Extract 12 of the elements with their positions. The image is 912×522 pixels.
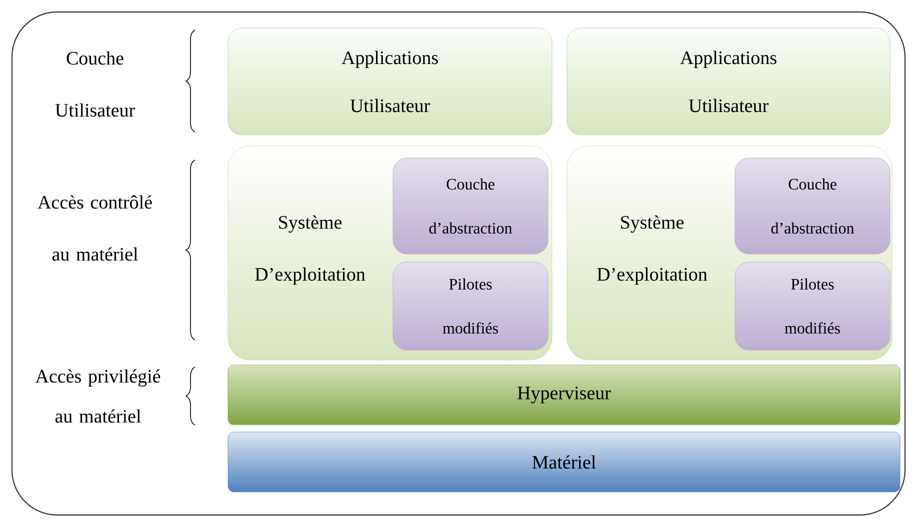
application-box: Applications Utilisateur	[566, 28, 890, 136]
driver-box: Pilotes modifiés	[392, 262, 548, 350]
layer-label: Accès contrôlé au matériel	[38, 195, 152, 261]
hypervisor-bar: Hyperviseur	[228, 364, 900, 426]
layer-box: Couche d’abstraction	[734, 158, 890, 254]
application-box: Applications Utilisateur	[228, 28, 552, 136]
layer-label: Couche Utilisateur	[55, 51, 135, 117]
layer-label: Accès privilégié au matériel	[35, 369, 160, 423]
frame	[11, 11, 906, 516]
hardware-bar: Matériel	[228, 432, 900, 492]
driver-box: Pilotes modifiés	[734, 262, 890, 350]
layer-box: Couche d’abstraction	[392, 158, 548, 254]
